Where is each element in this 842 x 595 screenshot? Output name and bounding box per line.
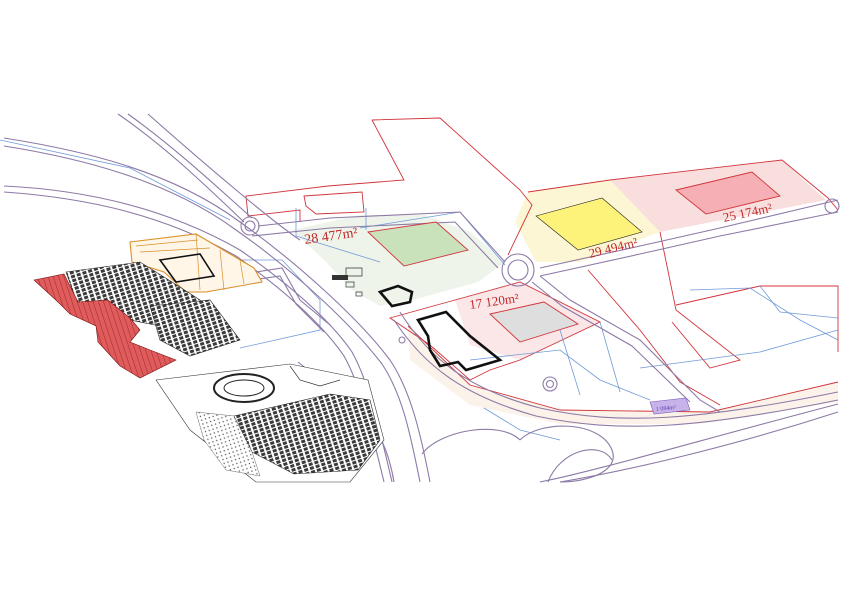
- plot-yellow: [535, 197, 643, 251]
- plot-green: [367, 221, 469, 267]
- buildings: [332, 275, 503, 372]
- dotted-area: [195, 411, 261, 477]
- plot-purple: [649, 397, 691, 415]
- parking-area-middle: [149, 299, 241, 357]
- stadium: [213, 373, 275, 403]
- left-complex: [33, 233, 385, 483]
- parcel-north: [371, 117, 533, 256]
- zone-beige: [408, 326, 838, 424]
- building-large: [415, 310, 503, 372]
- building-marker: [332, 275, 348, 280]
- label-plot-a: 28 477m²: [303, 226, 358, 248]
- label-plot-e: 1 084m²: [656, 405, 677, 413]
- parcel-south: [407, 325, 839, 413]
- red-zone: [33, 273, 177, 379]
- parking-area-south: [233, 393, 381, 475]
- parcel-east-lower: [659, 231, 741, 369]
- parcel-east-strip: [587, 269, 721, 406]
- parcel-centre: [388, 281, 602, 381]
- label-plot-b: 17 120m²: [468, 290, 519, 312]
- plots: [367, 171, 781, 415]
- parcel-boundaries: [245, 117, 839, 413]
- parcel-north-inner: [245, 119, 405, 222]
- parcel-small-top: [303, 191, 365, 215]
- plot-grey: [489, 301, 580, 343]
- building-small: [377, 284, 414, 308]
- parcel-east-band: [675, 285, 839, 352]
- building-frame: [158, 253, 216, 283]
- plot-pink: [674, 171, 781, 215]
